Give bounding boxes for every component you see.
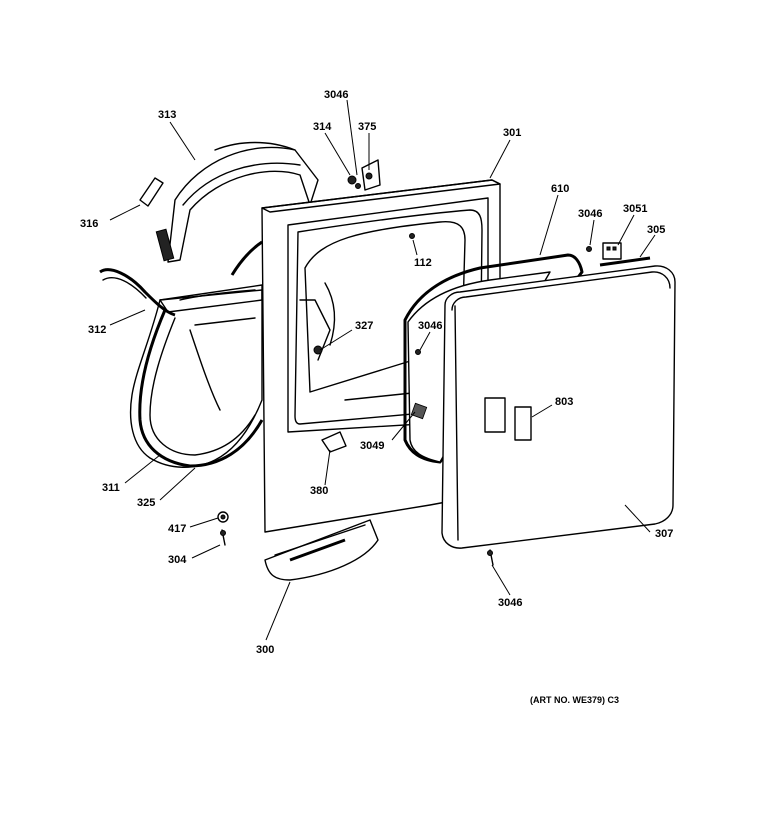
bulkhead-assembly — [129, 284, 264, 468]
screw-3046-hinge — [586, 246, 592, 252]
callout-313: 313 — [158, 109, 176, 121]
callout-3046-top: 3046 — [324, 89, 348, 101]
callout-327: 327 — [355, 320, 373, 332]
callout-325: 325 — [137, 497, 155, 509]
callout-316: 316 — [80, 218, 98, 230]
callout-803: 803 — [555, 396, 573, 408]
callout-112: 112 — [414, 257, 432, 269]
callout-380: 380 — [310, 485, 328, 497]
callout-3049: 3049 — [360, 440, 384, 452]
callout-301: 301 — [503, 127, 521, 139]
callout-304: 304 — [168, 554, 187, 566]
callout-314: 314 — [313, 121, 332, 133]
duct-313 — [155, 141, 319, 263]
door-307 — [441, 265, 676, 549]
callout-312: 312 — [88, 324, 106, 336]
callout-3051: 3051 — [623, 203, 647, 215]
callout-305: 305 — [647, 224, 665, 236]
hinge-strip-305 — [599, 256, 651, 267]
callout-3046-hinge: 3046 — [578, 208, 602, 220]
callout-3046-door: 3046 — [418, 320, 442, 332]
callout-375: 375 — [358, 121, 376, 133]
art-number: (ART NO. WE379) C3 — [530, 695, 619, 705]
seal-316 — [139, 177, 164, 207]
switch-314 — [347, 175, 357, 185]
handle-803 — [514, 406, 532, 441]
callout-307: 307 — [655, 528, 673, 540]
felt-seal — [230, 240, 263, 276]
control-panel-300 — [264, 519, 379, 581]
callout-3046-bottom: 3046 — [498, 597, 522, 609]
callout-417: 417 — [168, 523, 186, 535]
callout-300: 300 — [256, 644, 274, 656]
callout-610: 610 — [551, 183, 569, 195]
callout-311: 311 — [102, 482, 120, 494]
switch-380 — [321, 431, 347, 453]
callout-labels: 3046 313 314 375 301 610 3046 3051 305 3… — [80, 89, 673, 705]
seal-312 — [99, 268, 176, 317]
leader-lines — [109, 99, 656, 641]
hinge-3051 — [602, 242, 622, 260]
gasket-610 — [403, 253, 584, 464]
